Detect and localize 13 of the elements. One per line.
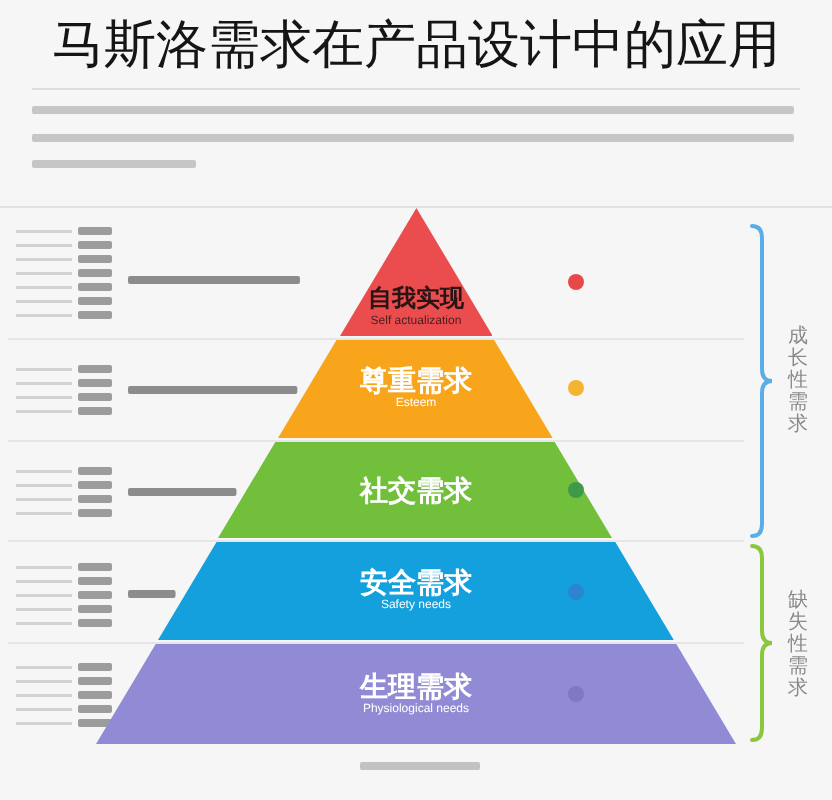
pyramid-level — [339, 208, 493, 336]
level-title: 尊重需求 — [359, 366, 472, 396]
bracket-label: 缺失性需求 — [788, 590, 808, 700]
level-title: 安全需求 — [359, 568, 472, 598]
pyramid-level — [278, 340, 554, 438]
level-title: 社交需求 — [359, 475, 472, 505]
level-title: 自我实现 — [367, 284, 464, 314]
level-title: 生理需求 — [360, 671, 472, 701]
pyramid-level — [158, 542, 674, 640]
pyramid-level — [218, 442, 613, 538]
pyramid-level — [96, 644, 736, 744]
title: 马斯洛需求在产品设计中的应用 — [52, 12, 780, 76]
bracket-label: 成长性需求 — [788, 326, 808, 436]
